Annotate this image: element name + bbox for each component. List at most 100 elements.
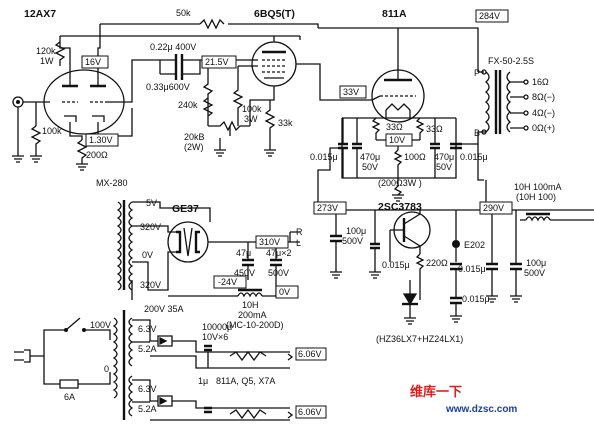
label-2sc3783: 2SC3783 (378, 201, 422, 213)
label-c12a: 47μ (236, 248, 251, 258)
label-r3: 200Ω (86, 150, 108, 160)
tap-5v: 5V (146, 198, 157, 208)
voltage-0v: 0V (279, 287, 290, 297)
wire (296, 63, 372, 101)
cathode (64, 115, 105, 122)
choke-10h (525, 216, 551, 222)
label-r10: 33Ω (426, 124, 443, 134)
vbox-130v (85, 133, 119, 147)
zener-icon (402, 293, 418, 306)
vbox-284v (475, 9, 509, 23)
vbox-n24v (213, 275, 247, 289)
wire (290, 231, 300, 243)
voltage-606b: 6.06V (298, 407, 322, 417)
choke-10h-200 (237, 292, 263, 298)
label-fuse: 6A (64, 392, 75, 402)
wire (385, 110, 411, 118)
filament (385, 103, 411, 111)
cap (430, 142, 440, 150)
out-8-icon (523, 94, 529, 100)
ground-icon (486, 295, 498, 303)
label-c5b: 50V (436, 162, 452, 172)
output-transformer-primary (484, 71, 490, 133)
label-6bq5: 6BQ5(T) (254, 8, 295, 20)
tap-320b: 320V (140, 280, 161, 290)
cap (486, 262, 498, 271)
label-heater-note: 811A, Q5, X7A (216, 376, 275, 386)
plug-icon-body (24, 349, 31, 363)
pwr-secondary (128, 201, 134, 291)
cap (352, 142, 362, 150)
label-c11a: 100μ (526, 258, 546, 268)
tap-320a: 320V (140, 222, 161, 232)
ground-icon (369, 271, 381, 279)
cap-47x2 (270, 258, 282, 267)
label-r1b: 1W (40, 56, 54, 66)
vbox-33v (339, 85, 367, 99)
label-choke2b: 200mA (238, 310, 267, 320)
watermark-cn: 维库一下 (410, 384, 462, 399)
resistor-33k (264, 100, 276, 138)
label-r2: 100k (42, 126, 62, 136)
wire (317, 147, 342, 210)
tap-b-label: B (474, 128, 480, 138)
vbox-0v (275, 285, 299, 299)
resistor-100 (393, 149, 403, 170)
resistor-240k-body (202, 97, 214, 117)
wire (160, 60, 201, 75)
ground-icon (330, 271, 342, 279)
cap-47-450 (242, 258, 254, 267)
label-c6: 0.015μ (460, 152, 488, 162)
heater-winding-b (128, 375, 134, 417)
wire (249, 86, 275, 126)
resistor-120k (54, 41, 66, 66)
label-c14a: 10000μ (202, 322, 232, 332)
tap-8-label: 8Ω(−) (532, 92, 555, 102)
label-zener: (HZ36LX7+HZ24LX1) (376, 334, 463, 344)
tap-4-label: 4Ω(−) (532, 108, 555, 118)
wire (106, 59, 150, 103)
label-out-r: R (296, 227, 303, 237)
label-choke1b: (10H 100) (516, 192, 556, 202)
b-plus-wire (318, 27, 479, 72)
cap-100-500 (330, 234, 342, 243)
label-choke1: 10H 100mA (514, 182, 562, 192)
ground-icon (404, 317, 416, 325)
switch-icon[interactable] (65, 317, 81, 331)
resistor-200-3w (393, 170, 403, 196)
wire (132, 225, 176, 233)
wire (132, 379, 290, 409)
label-led: E202 (464, 240, 485, 250)
heater-chain-b (229, 408, 267, 420)
ground-icon (30, 155, 42, 163)
tap-16-label: 16Ω (532, 77, 549, 87)
bridge-icon-b (157, 395, 173, 407)
voltage-606a: 6.06V (298, 349, 322, 359)
voltage-130v: 1.30V (89, 135, 113, 145)
cap-100-500b (510, 262, 522, 271)
label-c14b: 10V×6 (202, 332, 228, 342)
ground-icon (12, 155, 24, 163)
diode-icon (159, 336, 168, 346)
output-transformer-secondary (506, 71, 512, 133)
label-r7b: 3W (244, 114, 258, 124)
out-0-icon (523, 125, 529, 131)
ground-icon (76, 163, 88, 171)
label-r12: (200Ω3W ) (378, 178, 422, 188)
label-r7: 100k (242, 104, 262, 114)
cap-033 (174, 68, 184, 80)
heater-winding-a (128, 317, 134, 367)
wire (342, 118, 457, 178)
label-r6b: (2W) (184, 142, 204, 152)
bridge-icon-a (157, 335, 173, 347)
label-r1: 120k (36, 46, 56, 56)
tap-52a: 5.2A (138, 344, 157, 354)
resistor-33b (415, 117, 425, 140)
voltage-n24v: -24V (218, 277, 237, 287)
wire (132, 401, 290, 421)
label-choke2c: (MC-10-200D) (226, 320, 284, 330)
voltage-284v: 284V (479, 11, 500, 21)
rect-plates (176, 230, 200, 254)
fuse-icon (59, 379, 79, 389)
